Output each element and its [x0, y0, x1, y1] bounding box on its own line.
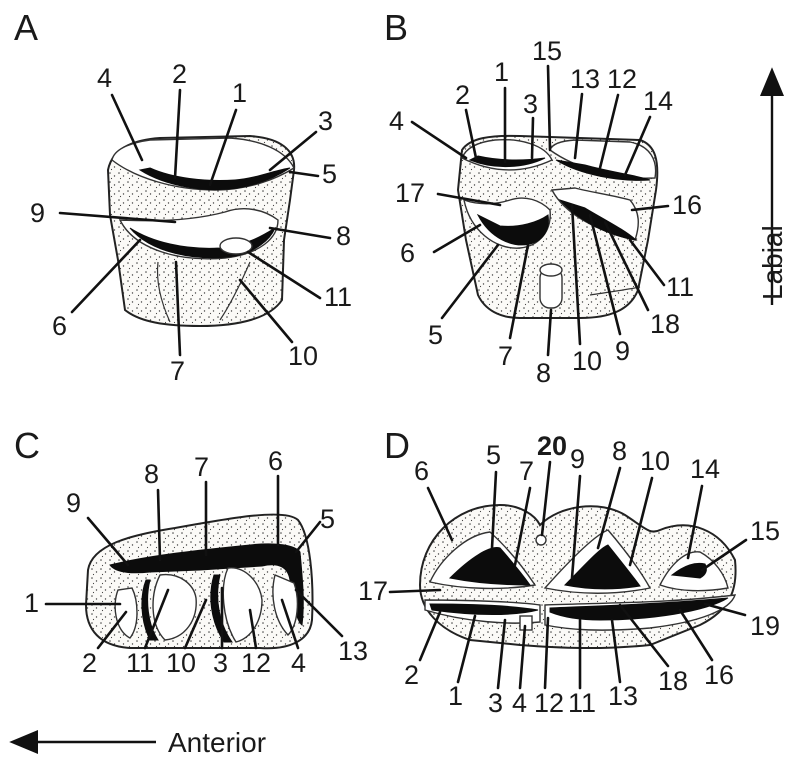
tooth-d-label: 2 [404, 660, 419, 690]
panel-a: A 4 2 1 3 5 9 8 11 6 7 10 [14, 7, 352, 386]
tooth-a-label: 10 [288, 341, 318, 371]
tooth-b-label: 14 [643, 86, 673, 116]
tooth-a-label: 6 [52, 311, 67, 341]
tooth-c-label: 2 [82, 648, 97, 678]
tooth-d-label: 19 [750, 611, 780, 641]
tooth-c-label: 12 [241, 648, 271, 678]
panel-a-letter: A [14, 7, 38, 48]
tooth-b-label: 10 [572, 346, 602, 376]
panel-c-letter: C [14, 425, 40, 466]
tooth-d-drawing [420, 505, 736, 648]
tooth-d-label: 3 [488, 688, 503, 718]
tooth-d-label: 16 [704, 660, 734, 690]
tooth-a-drawing [108, 136, 294, 326]
tooth-c-label: 7 [194, 452, 209, 482]
tooth-b-label: 2 [455, 80, 470, 110]
tooth-b-label: 4 [389, 106, 404, 136]
tooth-a-label: 3 [318, 106, 333, 136]
tooth-d-label: 1 [448, 681, 463, 711]
panel-c: C 9 8 7 6 5 1 2 11 10 3 12 4 13 [14, 425, 368, 678]
tooth-c-label: 4 [291, 648, 306, 678]
tooth-d-label: 17 [358, 576, 388, 606]
tooth-c-label: 9 [66, 488, 81, 518]
tooth-c-label: 11 [126, 648, 154, 678]
tooth-d-label: 10 [640, 446, 670, 476]
tooth-d-label: 8 [612, 436, 627, 466]
tooth-d-label: 5 [486, 440, 501, 470]
tooth-c-label: 1 [24, 588, 39, 618]
tooth-c-label: 3 [213, 648, 228, 678]
tooth-c-label: 6 [268, 446, 283, 476]
tooth-b-label: 11 [666, 272, 694, 302]
anterior-direction: Anterior [14, 727, 266, 757]
tooth-d-label: 6 [414, 456, 429, 486]
tooth-d-label: 14 [690, 454, 720, 484]
panel-b: B 4 2 1 3 15 13 12 14 17 16 6 11 5 7 8 1… [384, 7, 702, 388]
tooth-c-label: 10 [166, 648, 196, 678]
tooth-a-label: 8 [336, 221, 351, 251]
tooth-c-label: 5 [320, 504, 335, 534]
tooth-b-label: 16 [672, 190, 702, 220]
labial-label: Labial [757, 225, 788, 300]
tooth-a-label: 2 [172, 59, 187, 89]
tooth-d-label: 18 [658, 666, 688, 696]
tooth-c-label: 8 [144, 459, 159, 489]
panel-b-letter: B [384, 7, 408, 48]
tooth-d-label: 12 [534, 688, 564, 718]
tooth-a-label: 4 [97, 63, 112, 93]
anterior-label: Anterior [168, 727, 266, 757]
tooth-a-label: 9 [30, 198, 45, 228]
tooth-b-label: 15 [532, 36, 562, 66]
tooth-a-label: 11 [324, 282, 352, 312]
tooth-a-label: 5 [322, 159, 337, 189]
tooth-b-label: 12 [607, 64, 637, 94]
tooth-b-label: 18 [650, 309, 680, 339]
labial-direction: Labial [757, 72, 788, 305]
panel-d-letter: D [384, 425, 410, 466]
tooth-b-label: 7 [498, 341, 513, 371]
tooth-b-label: 1 [494, 57, 509, 87]
tooth-d-label: 4 [512, 688, 527, 718]
tooth-b-label: 3 [523, 89, 538, 119]
tooth-d-label: 15 [750, 516, 780, 546]
tooth-b-label: 5 [428, 320, 443, 350]
tooth-a-label: 1 [232, 78, 247, 108]
tooth-d-label: 20 [537, 431, 567, 461]
tooth-b-label: 17 [395, 178, 425, 208]
tooth-d-label: 13 [608, 681, 638, 711]
tooth-b-label: 13 [570, 64, 600, 94]
tooth-b-label: 9 [615, 336, 630, 366]
tooth-d-label: 11 [568, 688, 596, 718]
tooth-d-label: 9 [570, 444, 585, 474]
tooth-c-label: 13 [338, 636, 368, 666]
tooth-b-drawing [458, 136, 657, 318]
tooth-a-label: 7 [170, 356, 185, 386]
tooth-d-label: 7 [519, 456, 534, 486]
tooth-b-label: 6 [400, 238, 415, 268]
panel-d: D 6 5 20 7 9 8 10 14 15 17 19 2 1 3 4 [358, 425, 780, 718]
tooth-b-label: 8 [536, 358, 551, 388]
